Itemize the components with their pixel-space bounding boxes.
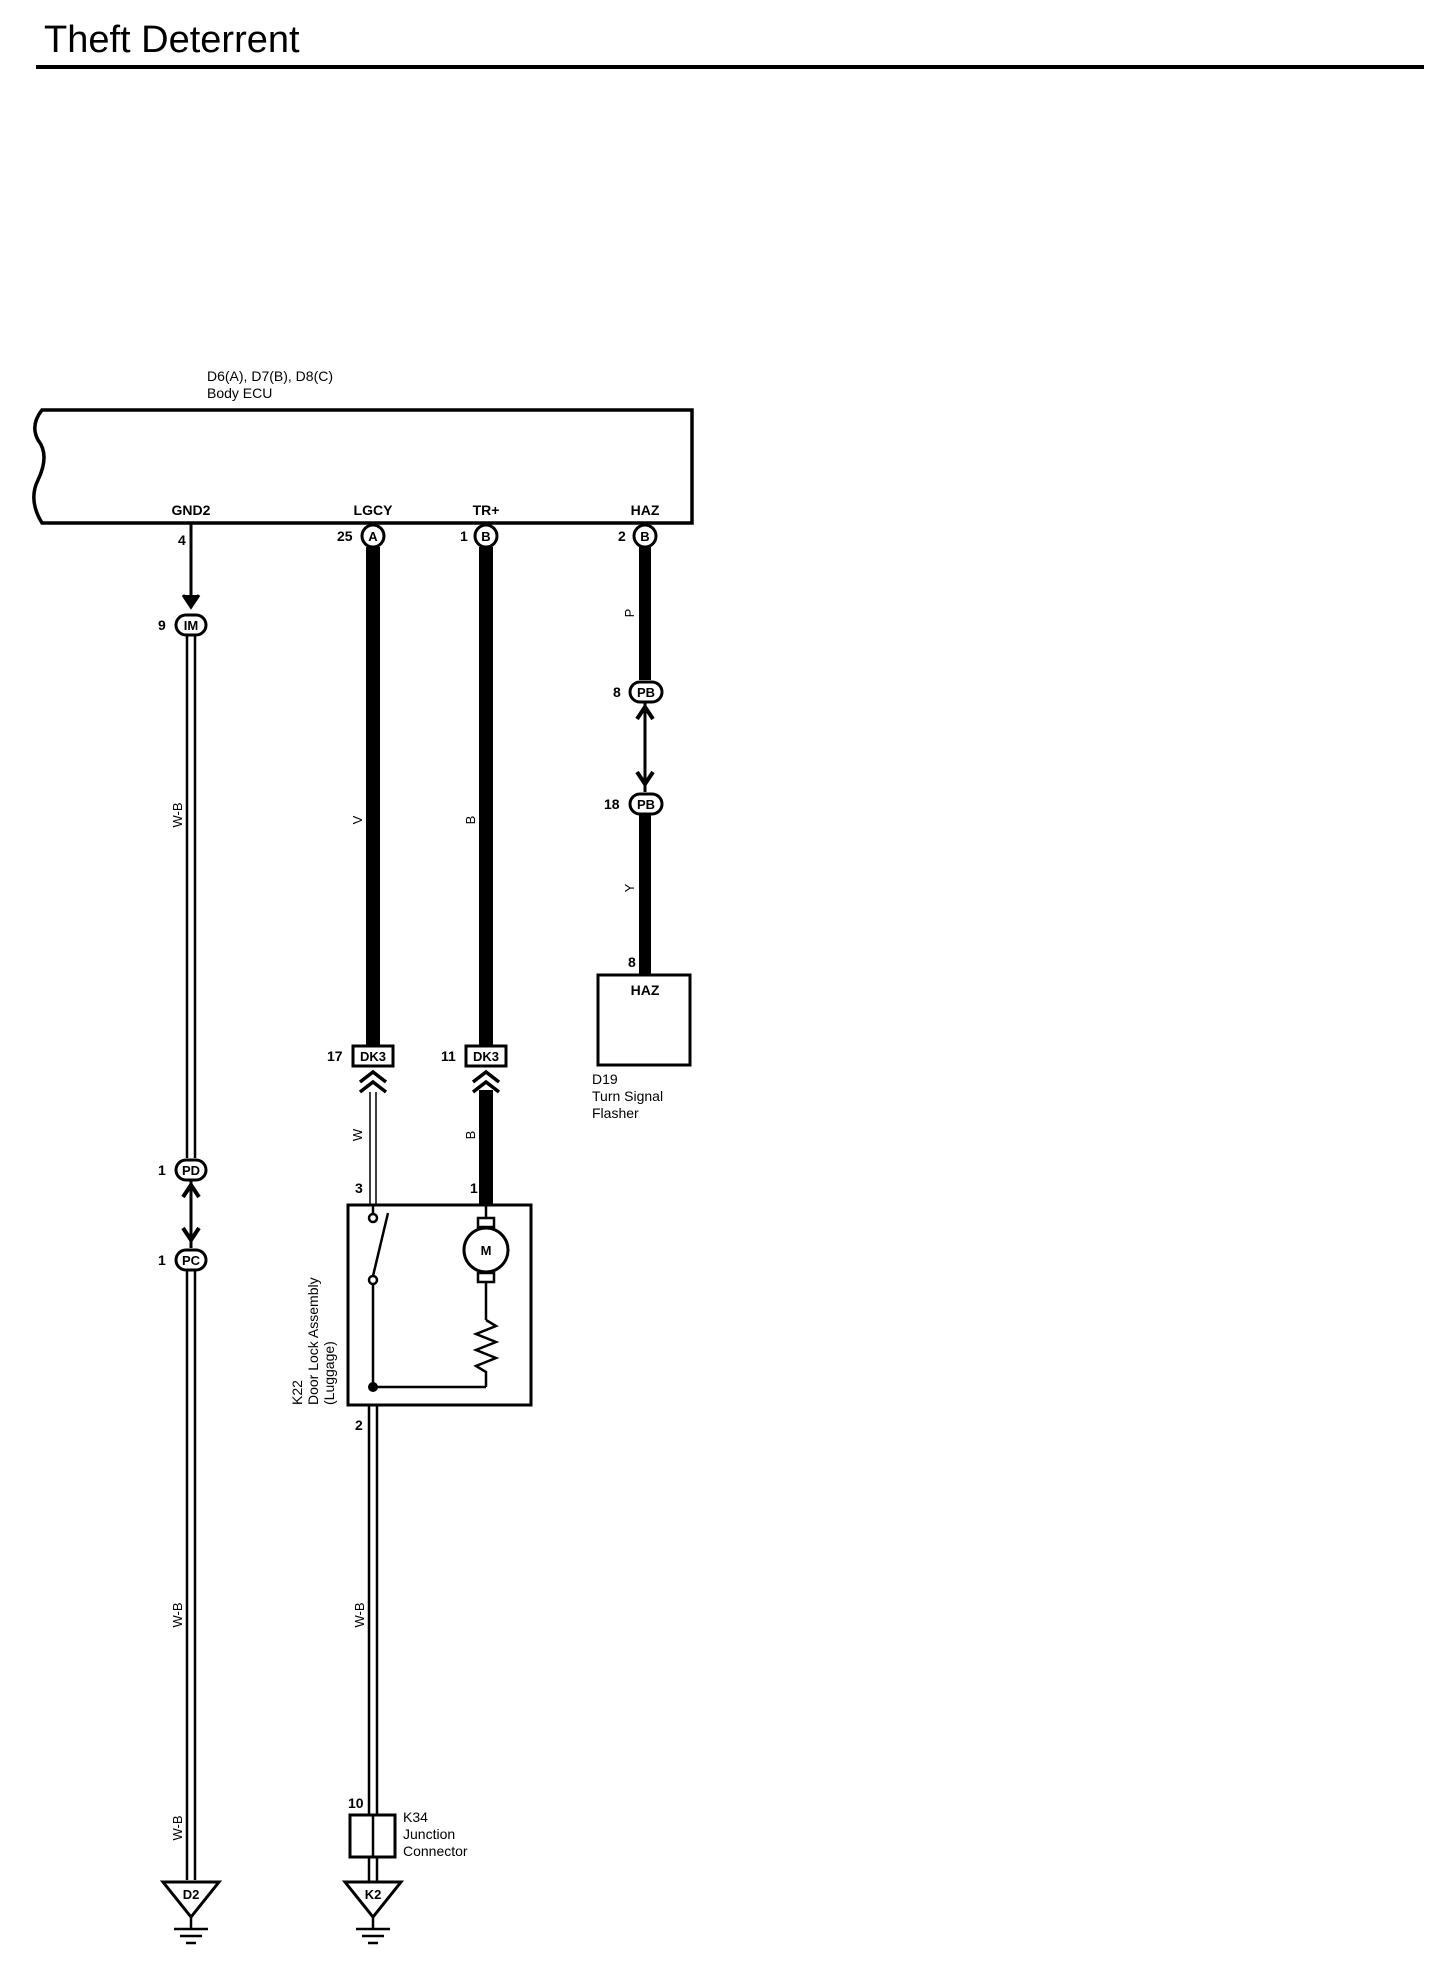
svg-text:DK3: DK3 [360, 1049, 386, 1064]
door-lock-resistor [472, 1318, 500, 1387]
ecu-block [32, 408, 694, 525]
page-title: Theft Deterrent [44, 19, 300, 61]
door-lock-pin-ground: 2 [355, 1417, 363, 1433]
wire-junction-ground [367, 1857, 379, 1882]
junction-connector [348, 1813, 397, 1859]
flasher-name-1: Turn Signal [592, 1088, 663, 1104]
splice-arrow-im [181, 594, 201, 610]
ecu-terminal-gnd2: GND2 [172, 502, 211, 518]
ecu-connector-b-trplus: B [473, 523, 499, 549]
wire-color-lgcy-lower: W [350, 1128, 365, 1141]
wire-color-gnd-lower: W-B [170, 1815, 185, 1840]
flasher-name-2: Flasher [592, 1105, 639, 1121]
ecu-pin-gnd2: 4 [178, 532, 186, 548]
svg-text:B: B [640, 529, 649, 544]
door-lock-pin-switch: 3 [355, 1180, 363, 1196]
connector-dk3-17-pin: 17 [327, 1048, 343, 1064]
connector-dk3-11: DK3 [464, 1044, 508, 1068]
svg-text:A: A [368, 529, 378, 544]
junction-name-2: Connector [403, 1843, 468, 1859]
splice-pc: PC [174, 1248, 208, 1272]
ecu-pin-lgcy: 25 [337, 528, 353, 544]
svg-text:B: B [481, 529, 490, 544]
wire-color-haz-upper: P [622, 609, 637, 618]
splice-pd-pin: 1 [158, 1162, 166, 1178]
wire-color-gnd-mid: W-B [170, 1602, 185, 1627]
svg-text:M: M [481, 1243, 492, 1258]
splice-pb-8: PB [628, 680, 664, 704]
junction-name-1: Junction [403, 1826, 455, 1842]
svg-text:PB: PB [637, 685, 655, 700]
wire-color-lgcy: V [350, 815, 365, 824]
splice-im: IM [174, 613, 208, 637]
svg-text:D2: D2 [183, 1887, 200, 1902]
splice-pd: PD [174, 1158, 208, 1182]
ecu-terminal-haz: HAZ [631, 502, 660, 518]
svg-text:IM: IM [184, 618, 198, 633]
door-lock-pin-motor: 1 [470, 1180, 478, 1196]
door-lock-name-1: Door Lock Assembly [305, 1277, 321, 1405]
wire-lgcy-w [369, 1092, 377, 1205]
junction-pin: 10 [348, 1795, 364, 1811]
wire-lock-ground [367, 1405, 379, 1815]
door-lock-switch [367, 1205, 486, 1392]
door-lock-motor: M [462, 1205, 510, 1320]
ecu-terminal-lgcy: LGCY [354, 502, 394, 518]
connector-arrow-dk3-11 [471, 1069, 501, 1094]
ecu-connectors-label: D6(A), D7(B), D8(C) [207, 368, 333, 384]
wire-color-gnd-upper: W-B [170, 802, 185, 827]
wire-color-lock-ground: W-B [352, 1602, 367, 1627]
junction-id: K34 [403, 1809, 428, 1825]
svg-text:PC: PC [182, 1253, 201, 1268]
svg-text:PB: PB [637, 797, 655, 812]
splice-pb-18-pin: 18 [604, 796, 620, 812]
svg-text:K2: K2 [365, 1887, 382, 1902]
ecu-pin-haz: 2 [618, 528, 626, 544]
ground-k2: K2 [341, 1880, 405, 1945]
connector-arrow-dk3-17 [358, 1069, 388, 1094]
door-lock-id: K22 [289, 1380, 305, 1405]
splice-pb-8-pin: 8 [613, 684, 621, 700]
svg-text:DK3: DK3 [473, 1049, 499, 1064]
wire-gnd-wb-lower [185, 1270, 197, 1880]
wire-gnd-wb-upper [185, 635, 197, 1158]
wire-color-haz-lower: Y [622, 883, 637, 892]
flasher-pin: 8 [628, 954, 636, 970]
ecu-name-label: Body ECU [207, 385, 272, 401]
splice-pc-pin: 1 [158, 1252, 166, 1268]
wire-color-trplus-lower: B [463, 1131, 478, 1140]
ecu-pin-trplus: 1 [460, 528, 468, 544]
turn-signal-flasher [596, 973, 692, 1067]
svg-text:PD: PD [182, 1163, 200, 1178]
connector-dk3-11-pin: 11 [441, 1048, 456, 1064]
flasher-terminal: HAZ [631, 982, 660, 998]
door-lock-name-2: (Luggage) [321, 1341, 337, 1405]
ecu-connector-b-haz: B [632, 523, 658, 549]
flasher-id: D19 [592, 1071, 618, 1087]
ground-d2: D2 [159, 1880, 223, 1945]
connector-dk3-17: DK3 [351, 1044, 395, 1068]
splice-im-pin: 9 [158, 617, 166, 633]
splice-pb-18: PB [628, 792, 664, 816]
ecu-terminal-trplus: TR+ [473, 502, 500, 518]
wire-color-trplus: B [463, 816, 478, 825]
ecu-connector-a: A [360, 523, 386, 549]
